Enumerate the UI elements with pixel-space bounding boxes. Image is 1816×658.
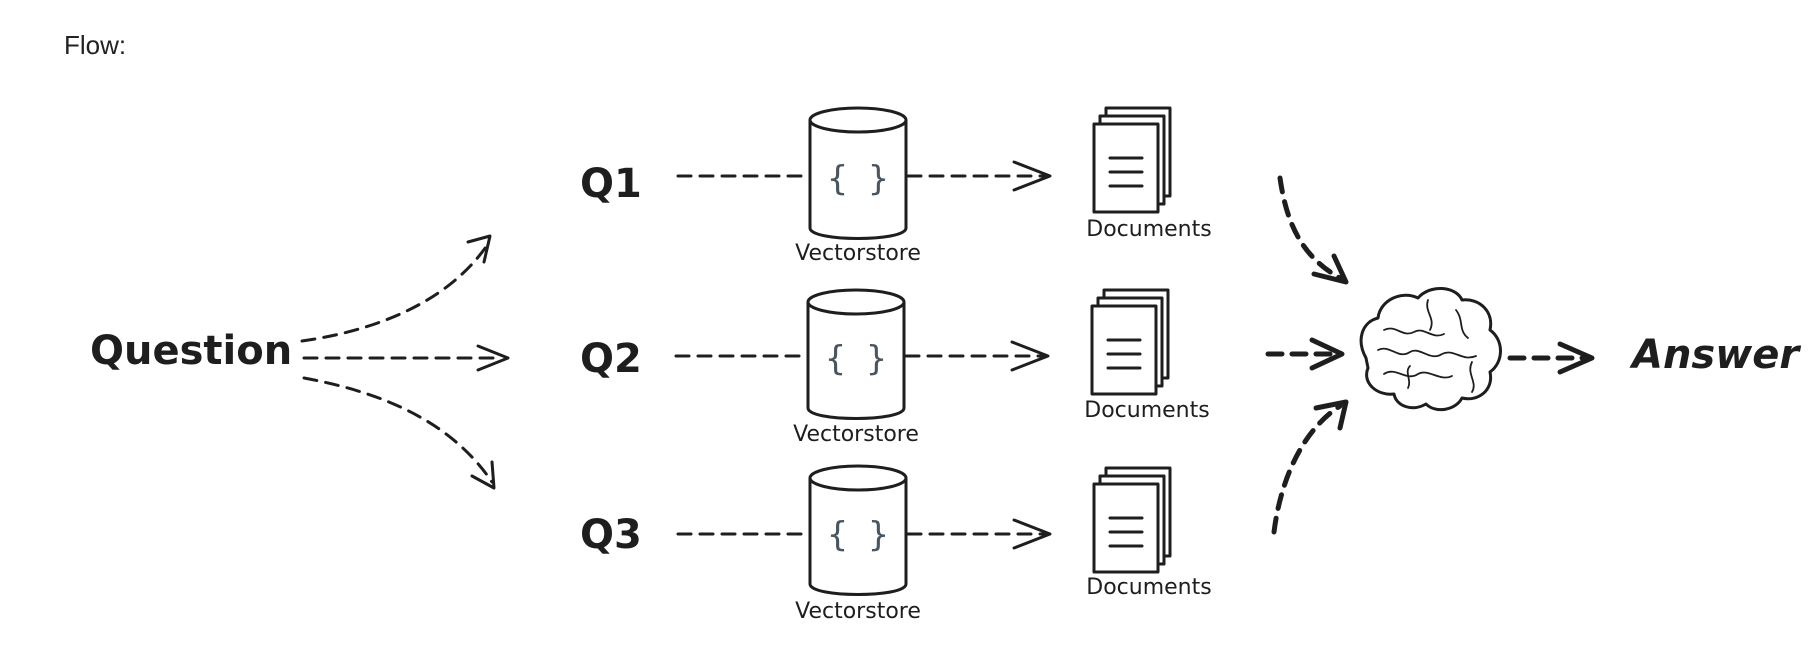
documents-label-2: Documents xyxy=(1084,398,1209,423)
vectorstore-icon-2: { } xyxy=(825,339,886,379)
flow-heading: Flow: xyxy=(64,30,127,60)
vectorstore-cylinder-2: { } xyxy=(806,288,906,420)
fanout-arrow-up xyxy=(300,234,492,343)
answer-label: Answer xyxy=(1629,332,1801,378)
docs-to-llm-arrow-1 xyxy=(1277,175,1349,285)
store-to-docs-arrow-2 xyxy=(904,340,1050,372)
query-label-2: Q2 xyxy=(580,336,642,382)
documents-icon-3 xyxy=(1092,466,1172,574)
vectorstore-label-2: Vectorstore xyxy=(793,422,919,447)
store-to-docs-arrow-3 xyxy=(906,518,1052,550)
vectorstore-cylinder-1: { } xyxy=(808,106,908,240)
query-label-1: Q1 xyxy=(580,161,642,207)
docs-to-llm-arrow-2 xyxy=(1265,337,1345,371)
documents-label-1: Documents xyxy=(1086,217,1211,242)
brain-icon xyxy=(1359,287,1502,412)
documents-icon-2 xyxy=(1090,288,1170,396)
fanout-arrow-middle xyxy=(302,344,510,372)
store-to-docs-arrow-1 xyxy=(906,160,1052,192)
vectorstore-icon-3: { } xyxy=(827,515,888,555)
query-label-3: Q3 xyxy=(580,512,642,558)
documents-label-3: Documents xyxy=(1086,575,1211,600)
vectorstore-label-1: Vectorstore xyxy=(795,241,921,266)
fanout-arrow-down xyxy=(302,376,496,490)
llm-to-answer-arrow xyxy=(1507,341,1595,375)
vectorstore-label-3: Vectorstore xyxy=(795,599,921,624)
question-label: Question xyxy=(90,328,292,374)
docs-to-llm-arrow-3 xyxy=(1271,399,1349,535)
vectorstore-cylinder-3: { } xyxy=(808,464,908,596)
documents-icon-1 xyxy=(1092,106,1172,214)
vectorstore-icon-1: { } xyxy=(827,159,888,199)
